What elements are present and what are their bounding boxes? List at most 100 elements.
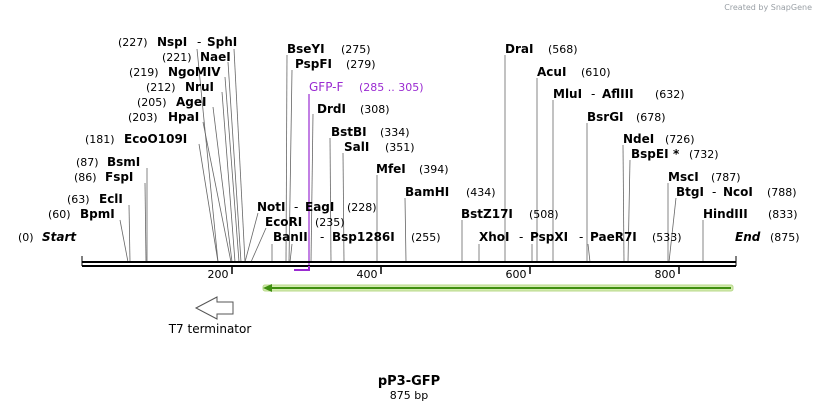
site-separator: -	[320, 230, 324, 244]
site-label-xhoi[interactable]: XhoI	[479, 230, 510, 244]
site-label-bsrgi[interactable]: BsrGI	[587, 110, 624, 124]
site-position: (351)	[385, 141, 415, 154]
site-position: (63)	[67, 193, 90, 206]
site-position: (334)	[380, 126, 410, 139]
site-label-ecoo109i[interactable]: EcoO109I	[124, 132, 187, 146]
site-label-drai[interactable]: DraI	[505, 42, 533, 56]
site-label-ndei[interactable]: NdeI	[623, 132, 654, 146]
site-position: (434)	[466, 186, 496, 199]
site-label-ngomiv[interactable]: NgoMIV	[168, 65, 221, 79]
backbone	[81, 256, 737, 267]
site-mark-asterisk: *	[673, 147, 680, 161]
site-label-bstbi[interactable]: BstBI	[331, 125, 367, 139]
site-label-naei[interactable]: NaeI	[200, 50, 231, 64]
t7-terminator-feature[interactable]	[194, 296, 234, 320]
ruler-tick-200: 200	[208, 268, 229, 281]
site-label-bseyi[interactable]: BseYI	[287, 42, 325, 56]
gfp-feature-arrow[interactable]	[262, 284, 734, 292]
site-label-mfei[interactable]: MfeI	[376, 162, 406, 176]
site-label-hpai[interactable]: HpaI	[168, 110, 199, 124]
site-separator: -	[712, 185, 716, 199]
site-position: (60)	[48, 208, 71, 221]
ruler-tick-400: 400	[357, 268, 378, 281]
site-label-noti[interactable]: NotI	[257, 200, 286, 214]
site-position: (610)	[581, 66, 611, 79]
plasmid-name: pP3-GFP	[378, 374, 440, 389]
site-label-acui[interactable]: AcuI	[537, 65, 566, 79]
site-position: (508)	[529, 208, 559, 221]
site-separator: -	[294, 200, 298, 214]
site-label-nrui[interactable]: NruI	[185, 80, 214, 94]
site-label-ncoi[interactable]: NcoI	[723, 185, 753, 199]
end-position: (875)	[770, 231, 800, 244]
site-label-afliii[interactable]: AflIII	[602, 87, 634, 101]
plasmid-length: 875 bp	[390, 389, 428, 402]
end-label: End	[735, 230, 761, 244]
site-label-bsmi[interactable]: BsmI	[107, 155, 140, 169]
site-position: (394)	[419, 163, 449, 176]
site-position: (678)	[636, 111, 666, 124]
primer-gfp-f-label[interactable]: GFP-F	[309, 80, 344, 94]
site-label-msci[interactable]: MscI	[668, 170, 699, 184]
site-label-pspfi[interactable]: PspFI	[295, 57, 332, 71]
site-label-hindiii[interactable]: HindIII	[703, 207, 748, 221]
ruler: 200 400 600 800	[208, 266, 680, 281]
site-label-bstz17i[interactable]: BstZ17I	[461, 207, 513, 221]
site-position: (632)	[655, 88, 685, 101]
site-connectors	[119, 48, 704, 263]
site-position: (568)	[548, 43, 578, 56]
site-position: (227)	[118, 36, 148, 49]
site-label-ecli[interactable]: EclI	[99, 192, 123, 206]
site-position: (221)	[162, 51, 192, 64]
site-separator: -	[579, 230, 583, 244]
site-separator: -	[519, 230, 523, 244]
site-separator: -	[197, 35, 201, 49]
site-position: (279)	[346, 58, 376, 71]
site-label-fspi[interactable]: FspI	[105, 170, 133, 184]
t7-terminator-label: T7 terminator	[168, 322, 252, 336]
site-label-bsp1286i[interactable]: Bsp1286I	[332, 230, 395, 244]
site-position: (219)	[129, 66, 159, 79]
site-label-eagi[interactable]: EagI	[305, 200, 334, 214]
site-position: (205)	[137, 96, 167, 109]
site-position: (833)	[768, 208, 798, 221]
ruler-tick-600: 600	[506, 268, 527, 281]
site-position: (255)	[411, 231, 441, 244]
site-position: (86)	[74, 171, 97, 184]
primer-binding-bar	[294, 266, 310, 271]
site-label-btgi[interactable]: BtgI	[676, 185, 704, 199]
site-label-mlui[interactable]: MluI	[553, 87, 582, 101]
start-label: Start	[42, 230, 77, 244]
site-label-banii[interactable]: BanII	[273, 230, 308, 244]
primer-gfp-f-range: (285 .. 305)	[359, 81, 424, 94]
site-position: (726)	[665, 133, 695, 146]
site-position: (87)	[76, 156, 99, 169]
site-separator: -	[591, 87, 595, 101]
site-position: (308)	[360, 103, 390, 116]
site-label-sphi[interactable]: SphI	[207, 35, 237, 49]
site-label-drdi[interactable]: DrdI	[317, 102, 346, 116]
site-position: (181)	[85, 133, 115, 146]
site-label-bspei[interactable]: BspEI	[631, 147, 669, 161]
ruler-tick-800: 800	[655, 268, 676, 281]
site-position: (732)	[689, 148, 719, 161]
site-label-paer7i[interactable]: PaeR7I	[590, 230, 637, 244]
site-position: (533)	[652, 231, 682, 244]
site-label-sali[interactable]: SalI	[344, 140, 369, 154]
site-position: (235)	[315, 216, 345, 229]
snapgene-credit: Created by SnapGene	[724, 3, 812, 12]
site-position: (203)	[128, 111, 158, 124]
site-position: (275)	[341, 43, 371, 56]
site-label-pspxi[interactable]: PspXI	[530, 230, 568, 244]
site-label-nspi[interactable]: NspI	[157, 35, 187, 49]
site-label-ecori[interactable]: EcoRI	[265, 215, 302, 229]
site-label-bamhi[interactable]: BamHI	[405, 185, 449, 199]
site-position: (228)	[347, 201, 377, 214]
site-position: (788)	[767, 186, 797, 199]
start-position: (0)	[18, 231, 34, 244]
site-position: (787)	[711, 171, 741, 184]
site-position: (212)	[146, 81, 176, 94]
site-label-agei[interactable]: AgeI	[176, 95, 206, 109]
site-label-bpmi[interactable]: BpmI	[80, 207, 115, 221]
